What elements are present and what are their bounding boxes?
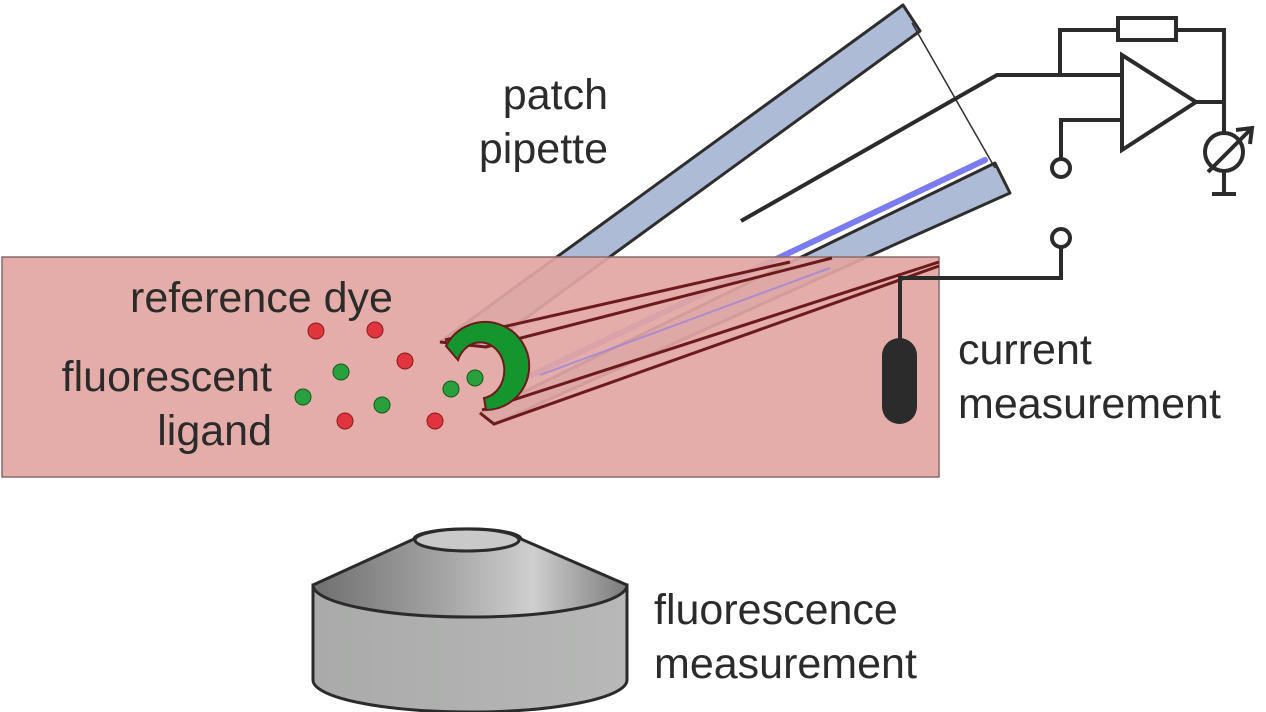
current-meter-symbol: [1203, 131, 1245, 173]
feedback-resistor: [1116, 16, 1178, 42]
meter-arrow-shaft: [1206, 128, 1252, 174]
bath-electrode-wire: [898, 246, 1063, 345]
reference-dye-dot: [426, 412, 444, 430]
current-measurement-label: current measurement: [958, 323, 1221, 431]
reference-dye-dot: [336, 412, 354, 430]
ligand-dot: [466, 369, 484, 387]
current-measurement-label-line1: current: [958, 326, 1092, 374]
ligand-dot: [332, 363, 350, 381]
bath-electrode: [882, 338, 917, 424]
fluorescent-ligand-label: fluorescent ligand: [25, 350, 272, 458]
reference-dye-dot: [307, 322, 325, 340]
membrane-patch: [444, 321, 531, 412]
fluorescence-measurement-label-line1: fluorescence: [654, 586, 898, 634]
op-amp-symbol: [1120, 51, 1200, 154]
electrode-wire: [740, 73, 1060, 223]
fluorescence-measurement-label-line2: measurement: [654, 640, 917, 688]
feedback-wire-left: [1058, 28, 1118, 75]
meter-arrow-head: [1235, 125, 1255, 145]
fluorescent-ligand-label-line2: ligand: [157, 407, 272, 455]
pipette-back-edge: [911, 22, 996, 169]
patch-pipette-label-line2: pipette: [478, 125, 608, 173]
switch-terminal-bottom: [1050, 227, 1072, 249]
bath-chamber: [1, 256, 940, 478]
current-measurement-label-line2: measurement: [958, 380, 1221, 428]
switch-terminal-top: [1050, 157, 1072, 179]
objective-lens: [311, 527, 629, 712]
ligand-dot: [442, 380, 460, 398]
feedback-wire-right: [1176, 28, 1226, 102]
objective-front-lens: [413, 527, 521, 553]
amplifier-circuit: [1058, 16, 1255, 196]
reference-dye-particles: [307, 321, 444, 430]
switch-wire: [1059, 118, 1122, 158]
ligand-dot: [294, 388, 312, 406]
patch-pipette-label: patch pipette: [458, 68, 608, 176]
fluorescent-ligand-label-line1: fluorescent: [61, 353, 272, 401]
fluorescence-measurement-label: fluorescence measurement: [654, 583, 917, 691]
reference-dye-dot: [396, 352, 414, 370]
patch-pipette-label-line1: patch: [502, 71, 608, 119]
ligand-dot: [373, 396, 391, 414]
pipette-tip-inner-lower: [481, 260, 940, 412]
reference-dye-label: reference dye: [130, 271, 393, 325]
reference-dye-dot: [366, 321, 384, 339]
pipette-tip-lower-outline: [479, 264, 940, 426]
light-path-in-bath: [539, 267, 831, 376]
reference-dye-label-text: reference dye: [130, 274, 393, 322]
fluorescent-ligand-particles: [294, 363, 484, 414]
